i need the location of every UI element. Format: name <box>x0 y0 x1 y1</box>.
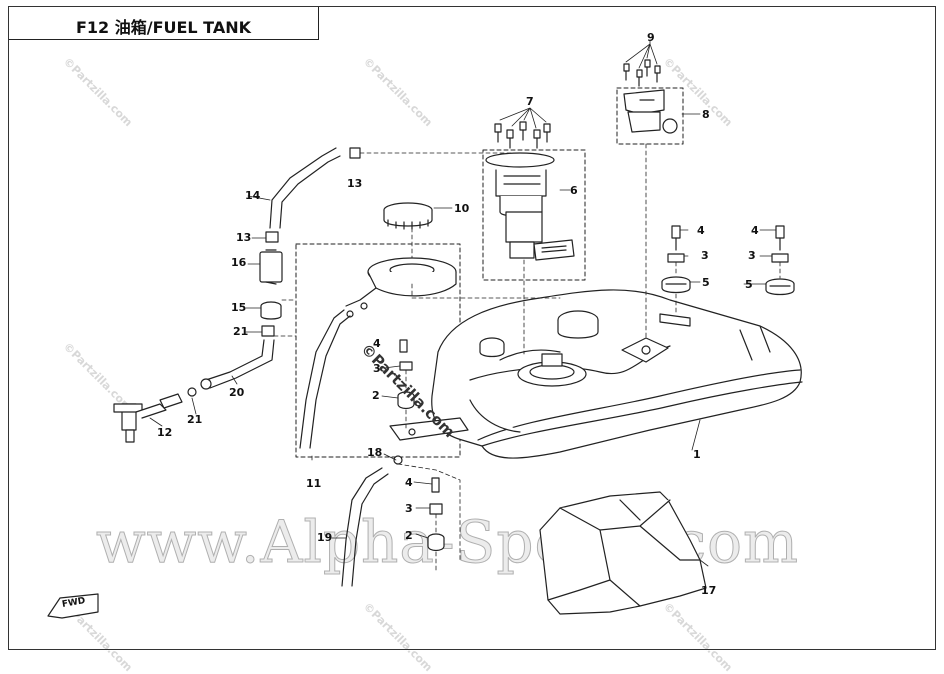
callout-4: 4 <box>697 224 705 237</box>
callout-6: 6 <box>570 184 578 197</box>
bolt-4-c <box>399 339 408 353</box>
callout-3: 3 <box>748 249 756 262</box>
cover-screws <box>623 43 661 87</box>
callout-13: 13 <box>236 231 252 244</box>
callout-1: 1 <box>693 448 701 461</box>
cover-group-box <box>616 87 684 145</box>
callout-10: 10 <box>454 202 470 215</box>
clip-13-lower <box>265 231 279 243</box>
callout-2: 2 <box>405 529 413 542</box>
fuel-pump-assembly <box>485 152 575 261</box>
assembly-lines <box>273 143 781 571</box>
bolt-4-a <box>671 225 681 239</box>
clip-21-upper <box>261 325 275 337</box>
callout-9: 9 <box>647 31 655 44</box>
callout-20: 20 <box>229 386 245 399</box>
diagram-title-box: F12 油箱/FUEL TANK <box>8 6 319 40</box>
callout-4: 4 <box>405 476 413 489</box>
callout-5: 5 <box>745 278 753 291</box>
cover-plate <box>623 89 678 134</box>
mount-hardware <box>397 225 795 552</box>
tank-mount-bracket <box>389 417 469 441</box>
collar-3-d <box>429 503 443 515</box>
fwd-arrow <box>47 593 99 619</box>
callout-7: 7 <box>526 95 534 108</box>
pump-screws <box>494 107 551 149</box>
collar-3-b <box>771 253 789 263</box>
drain-hose-19 <box>341 455 403 587</box>
tank-under-guard <box>539 491 707 615</box>
filler-neck-adapter <box>345 257 457 307</box>
quick-connector-12 <box>113 387 197 443</box>
callout-3: 3 <box>373 362 381 375</box>
callout-5: 5 <box>702 276 710 289</box>
callout-13: 13 <box>347 177 363 190</box>
diagram-canvas: ©Partzilla.com ©Partzilla.com ©Partzilla… <box>8 6 936 674</box>
clip-13-upper <box>349 147 361 159</box>
collar-3-a <box>667 253 685 263</box>
collar-3-c <box>399 361 413 371</box>
callout-3: 3 <box>701 249 709 262</box>
callout-17: 17 <box>701 584 717 597</box>
callout-14: 14 <box>245 189 261 202</box>
callout-3: 3 <box>405 502 413 515</box>
leader-lines <box>149 39 777 567</box>
fuel-hose-20 <box>200 339 275 390</box>
callout-21: 21 <box>187 413 203 426</box>
callout-8: 8 <box>702 108 710 121</box>
breather-hose-11 <box>299 302 368 449</box>
fuel-cap <box>383 202 433 230</box>
callout-2: 2 <box>372 389 380 402</box>
callout-16: 16 <box>231 256 247 269</box>
clip-21-lower <box>187 387 197 397</box>
fuel-filter <box>259 249 283 337</box>
bolt-4-d <box>431 477 440 493</box>
diagram-title: F12 油箱/FUEL TANK <box>75 18 252 37</box>
callout-11: 11 <box>306 477 322 490</box>
callout-4: 4 <box>373 337 381 350</box>
callout-12: 12 <box>157 426 173 439</box>
callout-19: 19 <box>317 531 333 544</box>
fuel-pump-group-box <box>482 149 586 281</box>
callout-18: 18 <box>367 446 383 459</box>
fuel-tank <box>431 289 803 459</box>
callout-21: 21 <box>233 325 249 338</box>
bolt-4-b <box>775 225 785 239</box>
callout-15: 15 <box>231 301 247 314</box>
exploded-parts-drawing <box>47 39 803 619</box>
vent-hose-14 <box>265 147 361 243</box>
callout-4: 4 <box>751 224 759 237</box>
